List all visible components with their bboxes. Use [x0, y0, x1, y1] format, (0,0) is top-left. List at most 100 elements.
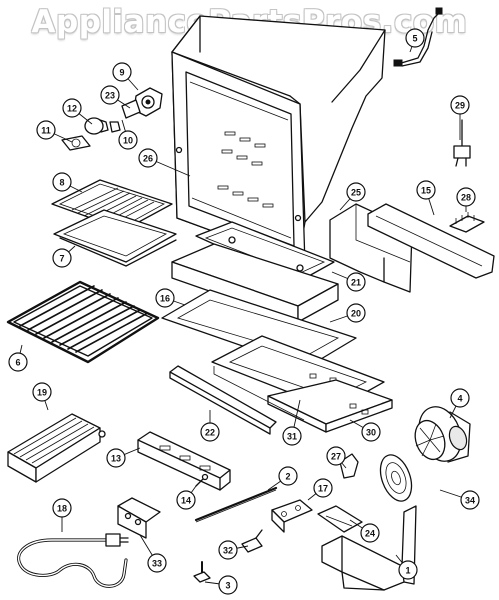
- part-fan-motor[interactable]: [410, 401, 471, 467]
- callout-17[interactable]: 17: [313, 478, 333, 498]
- callout-number: 5: [412, 34, 417, 44]
- part-terminal-block[interactable]: [449, 212, 485, 233]
- callout-circle: [346, 182, 366, 202]
- callout-circle: [346, 303, 366, 323]
- callout-number: 3: [225, 581, 230, 591]
- callout-32[interactable]: 32: [218, 540, 238, 560]
- part-mounting-bracket[interactable]: [117, 497, 161, 539]
- callout-circle: [346, 272, 366, 292]
- part-fan-blade[interactable]: [375, 451, 418, 506]
- callout-number: 8: [59, 178, 64, 188]
- callout-number: 29: [455, 101, 465, 111]
- callout-circle: [118, 130, 138, 150]
- callout-3[interactable]: 3: [218, 575, 238, 595]
- callout-circle: [62, 98, 82, 118]
- callout-circle: [100, 85, 120, 105]
- callout-number: 7: [59, 254, 64, 264]
- callout-circle: [138, 148, 158, 168]
- callout-labels: 1234567891011121314151617181920212223242…: [8, 28, 480, 595]
- callout-1[interactable]: 1: [398, 560, 418, 580]
- callout-12[interactable]: 12: [62, 98, 82, 118]
- part-wire-harness[interactable]: [393, 7, 443, 67]
- callout-6[interactable]: 6: [8, 352, 28, 372]
- callout-circle: [112, 62, 132, 82]
- callout-34[interactable]: 34: [460, 490, 480, 510]
- part-rod[interactable]: [194, 486, 278, 523]
- callout-22[interactable]: 22: [200, 422, 220, 442]
- callout-9[interactable]: 9: [112, 62, 132, 82]
- callout-2[interactable]: 2: [278, 466, 298, 486]
- callout-number: 24: [365, 529, 375, 539]
- callout-circle: [278, 466, 298, 486]
- callout-number: 19: [37, 388, 47, 398]
- callout-number: 16: [160, 294, 170, 304]
- callout-30[interactable]: 30: [361, 422, 381, 442]
- callout-number: 32: [223, 546, 233, 556]
- part-heat-shield[interactable]: [367, 203, 495, 279]
- part-broil-pan[interactable]: [53, 209, 177, 267]
- callout-5[interactable]: 5: [405, 28, 425, 48]
- callout-10[interactable]: 10: [118, 130, 138, 150]
- callout-circle: [8, 352, 28, 372]
- part-fan-bracket[interactable]: [321, 505, 417, 591]
- callout-number: 26: [143, 154, 153, 164]
- callout-number: 10: [123, 136, 133, 146]
- callout-29[interactable]: 29: [450, 95, 470, 115]
- callout-circle: [313, 478, 333, 498]
- part-bake-element[interactable]: [17, 533, 129, 588]
- part-support-plate[interactable]: [317, 505, 363, 533]
- part-leveling-leg[interactable]: [193, 561, 211, 583]
- callout-19[interactable]: 19: [32, 382, 52, 402]
- callout-number: 31: [287, 432, 297, 442]
- callout-11[interactable]: 11: [36, 120, 56, 140]
- callout-15[interactable]: 15: [416, 180, 436, 200]
- part-clip[interactable]: [241, 529, 263, 553]
- callout-number: 9: [119, 68, 124, 78]
- part-oven-cavity[interactable]: [171, 15, 386, 266]
- part-front-trim[interactable]: [169, 365, 277, 435]
- callout-16[interactable]: 16: [155, 288, 175, 308]
- callout-number: 25: [351, 188, 361, 198]
- callout-number: 13: [111, 454, 121, 464]
- callout-circle: [326, 446, 346, 466]
- callout-33[interactable]: 33: [147, 553, 167, 573]
- callout-21[interactable]: 21: [346, 272, 366, 292]
- callout-number: 30: [366, 428, 376, 438]
- part-light-socket[interactable]: [121, 87, 163, 119]
- part-side-bracket[interactable]: [137, 431, 231, 491]
- part-drawer-pan[interactable]: [213, 366, 393, 433]
- callout-number: 27: [331, 452, 341, 462]
- callout-circle: [200, 422, 220, 442]
- callout-31[interactable]: 31: [282, 426, 302, 446]
- callout-13[interactable]: 13: [106, 448, 126, 468]
- part-mounting-plate[interactable]: [271, 499, 313, 533]
- callout-27[interactable]: 27: [326, 446, 346, 466]
- callout-24[interactable]: 24: [360, 523, 380, 543]
- callout-circle: [218, 575, 238, 595]
- callout-8[interactable]: 8: [52, 172, 72, 192]
- callout-23[interactable]: 23: [100, 85, 120, 105]
- part-drawer-rack[interactable]: [7, 413, 106, 483]
- callout-7[interactable]: 7: [52, 248, 72, 268]
- callout-circle: [450, 388, 470, 408]
- part-screw[interactable]: [195, 473, 209, 487]
- part-oven-rack[interactable]: [6, 280, 160, 364]
- callout-number: 11: [41, 126, 51, 136]
- callout-25[interactable]: 25: [346, 182, 366, 202]
- callout-number: 34: [465, 496, 475, 506]
- callout-26[interactable]: 26: [138, 148, 158, 168]
- callout-circle: [398, 560, 418, 580]
- part-temperature-sensor[interactable]: [453, 119, 471, 167]
- callout-circle: [360, 523, 380, 543]
- callout-number: 6: [15, 358, 20, 368]
- callout-number: 28: [461, 193, 471, 203]
- callout-4[interactable]: 4: [450, 388, 470, 408]
- callout-circle: [106, 448, 126, 468]
- callout-circle: [147, 553, 167, 573]
- callout-18[interactable]: 18: [52, 498, 72, 518]
- callout-20[interactable]: 20: [346, 303, 366, 323]
- callout-number: 14: [181, 496, 191, 506]
- callout-14[interactable]: 14: [176, 490, 196, 510]
- callout-28[interactable]: 28: [456, 187, 476, 207]
- part-insulation[interactable]: [171, 243, 339, 323]
